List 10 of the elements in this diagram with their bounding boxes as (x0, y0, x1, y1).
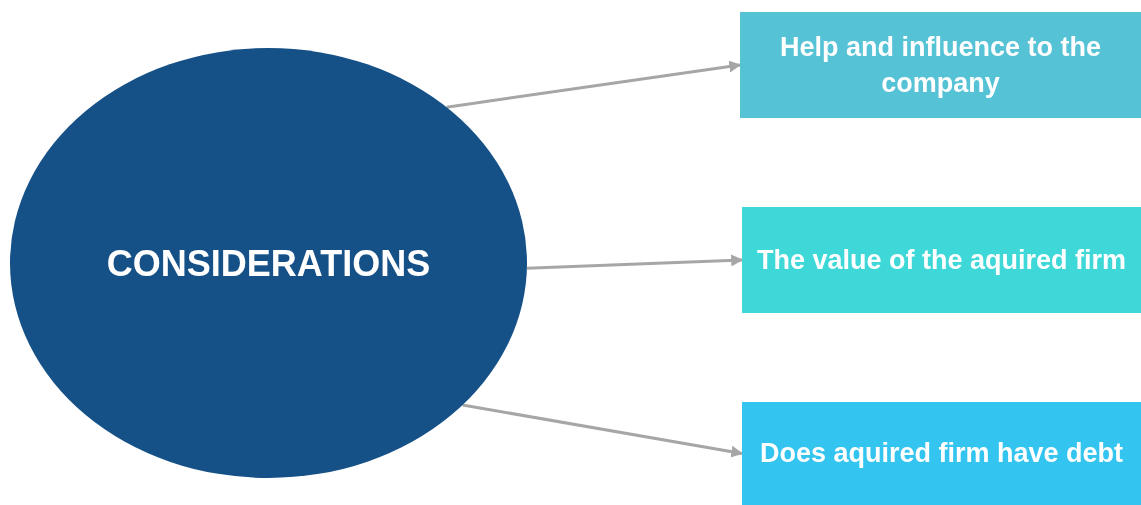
text-box (742, 402, 1141, 505)
arrow (446, 60, 742, 109)
text-box (740, 12, 1141, 118)
node-label: CONSIDERATIONS (106, 241, 431, 286)
node-label: The value of the aquired firm (756, 243, 1127, 277)
arrow (462, 403, 744, 458)
node-label: Does aquired firm have debt (759, 437, 1124, 471)
text-box (742, 207, 1141, 313)
node-label: Help and influence to the company (779, 30, 1102, 100)
arrow (526, 254, 744, 270)
